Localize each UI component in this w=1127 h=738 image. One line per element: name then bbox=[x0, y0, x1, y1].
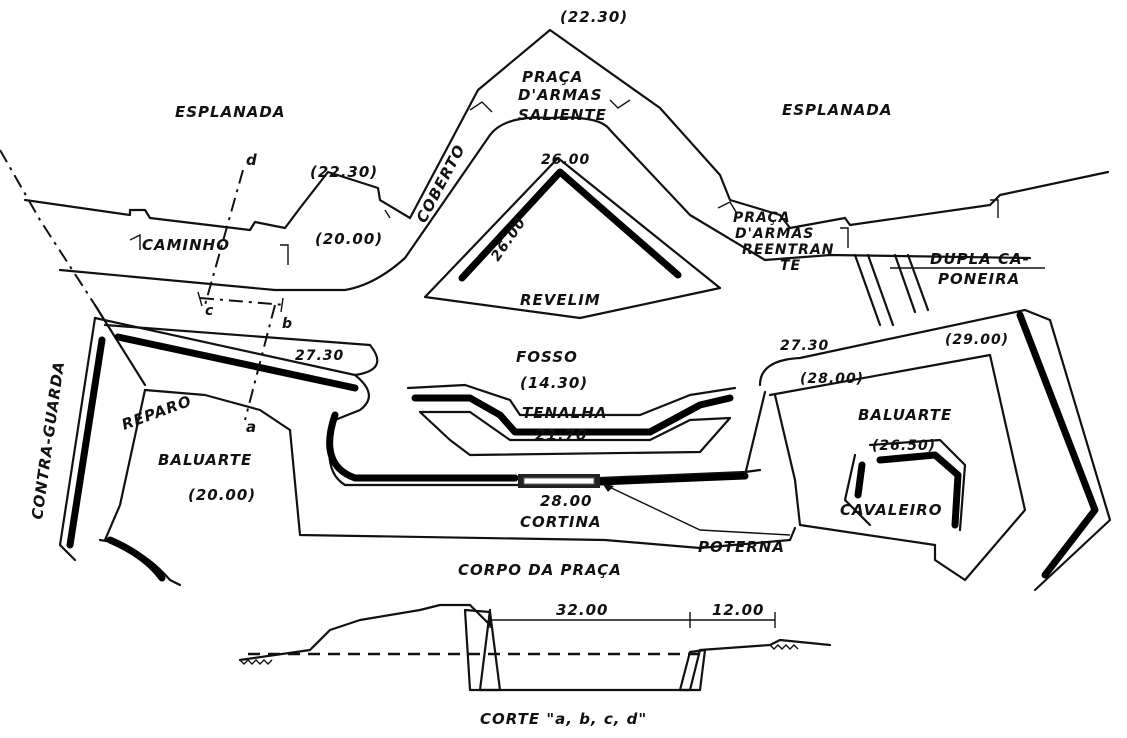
label-praca-saliente-1: PRAÇA bbox=[522, 68, 583, 86]
label-fosso: FOSSO bbox=[516, 348, 578, 366]
label-baluarte-right-elev: (26.50) bbox=[872, 438, 936, 454]
label-section-c: c bbox=[205, 303, 214, 319]
label-elev-2730-left: 27.30 bbox=[295, 348, 344, 364]
label-elev-2000: (20.00) bbox=[315, 230, 383, 248]
label-cavaleiro: CAVALEIRO bbox=[840, 501, 943, 519]
covered-way bbox=[0, 28, 1110, 387]
label-section-a: a bbox=[246, 418, 257, 436]
label-dupla-caponeira-1: DUPLA CA- bbox=[930, 250, 1030, 268]
label-corte: CORTE "a, b, c, d" bbox=[480, 710, 647, 728]
label-revelim-top: 26.00 bbox=[541, 152, 590, 168]
label-praca-saliente-3: SALIENTE bbox=[518, 106, 607, 124]
label-baluarte-left-elev: (20.00) bbox=[188, 486, 256, 504]
bastion-right bbox=[743, 308, 1112, 592]
contra-guarda bbox=[58, 316, 762, 562]
label-elev-2230-left: (22.30) bbox=[310, 163, 378, 181]
label-tenalha: TENALHA bbox=[522, 404, 607, 422]
label-baluarte-left: BALUARTE bbox=[158, 451, 252, 469]
label-praca-reentrante-4: TE bbox=[780, 258, 801, 274]
label-cortina-elev: 28.00 bbox=[540, 492, 592, 510]
label-caminho: CAMINHO bbox=[142, 236, 230, 254]
label-esplanada-left: ESPLANADA bbox=[175, 103, 285, 121]
revelim bbox=[423, 156, 722, 320]
label-section-d: d bbox=[246, 151, 258, 169]
label-elev-2730-right: 27.30 bbox=[780, 338, 829, 354]
labels: (22.30) PRAÇA D'ARMAS SALIENTE ESPLANADA… bbox=[28, 8, 1030, 728]
label-reparo: REPARO bbox=[119, 392, 194, 434]
label-corpo-praca: CORPO DA PRAÇA bbox=[458, 561, 622, 579]
label-elev-top: (22.30) bbox=[560, 8, 628, 26]
label-baluarte-right: BALUARTE bbox=[858, 406, 952, 424]
label-coberto: COBERTO bbox=[413, 141, 469, 226]
poterna bbox=[518, 474, 791, 536]
cross-section bbox=[238, 603, 832, 692]
label-praca-reentrante-1: PRAÇA bbox=[733, 210, 791, 226]
dupla-caponeira bbox=[853, 253, 1045, 327]
label-cortina: CORTINA bbox=[520, 513, 602, 531]
label-dupla-caponeira-2: PONEIRA bbox=[938, 270, 1020, 288]
label-esplanada-right: ESPLANADA bbox=[782, 101, 892, 119]
label-fosso-elev: (14.30) bbox=[520, 374, 588, 392]
label-revelim: REVELIM bbox=[520, 291, 601, 309]
label-elev-2800-paren: (28.00) bbox=[800, 371, 864, 387]
section-line bbox=[197, 169, 286, 421]
label-praca-reentrante-3: REENTRAN bbox=[742, 242, 835, 258]
bastion-left bbox=[98, 388, 797, 587]
label-poterna: POTERNA bbox=[698, 538, 785, 556]
label-tenalha-elev: 21.70 bbox=[535, 426, 587, 444]
label-elev-2900: (29.00) bbox=[945, 332, 1009, 348]
label-contra-guarda: CONTRA-GUARDA bbox=[28, 360, 68, 521]
label-praca-reentrante-2: D'ARMAS bbox=[735, 226, 814, 242]
label-dim-12: 12.00 bbox=[712, 601, 764, 619]
label-dim-32: 32.00 bbox=[556, 601, 608, 619]
label-section-b: b bbox=[282, 316, 293, 332]
tenalha bbox=[406, 383, 737, 457]
label-praca-saliente-2: D'ARMAS bbox=[518, 86, 603, 104]
